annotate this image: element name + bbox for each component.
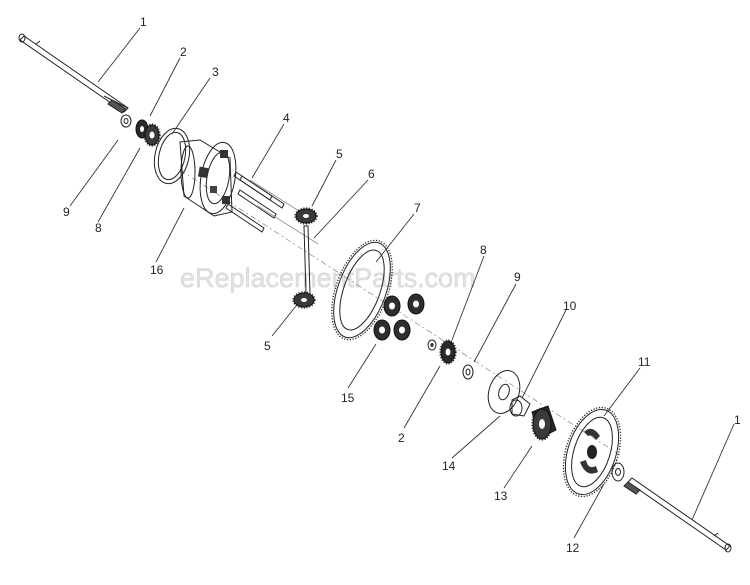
- center-axis: [179, 169, 621, 456]
- pinion-gear-left: [143, 123, 161, 147]
- callout-5-upper-bevel: 5: [336, 147, 343, 161]
- bevel-gear-upper: [294, 207, 318, 225]
- callout-4-pins: 4: [283, 111, 290, 125]
- bevel-gear-lower: [292, 291, 316, 309]
- callout-13-spur-gear: 13: [494, 489, 508, 503]
- callout-8-left-pinion: 8: [95, 221, 102, 235]
- callout-15-planet-gears: 15: [341, 391, 355, 405]
- planet-gears: [373, 293, 425, 341]
- differential-housing: [179, 139, 237, 217]
- washer-right: [462, 364, 474, 380]
- callout-6-cross-shaft: 6: [368, 167, 375, 181]
- callout-12-washer: 12: [566, 541, 580, 555]
- callout-14-thrust-washer: 14: [442, 459, 456, 473]
- bearing-left: [135, 119, 149, 139]
- washer-gear: [611, 462, 625, 482]
- leader-lines: [69, 27, 735, 539]
- callout-1-right-shaft: 1: [734, 413, 741, 427]
- bushing: [509, 395, 531, 417]
- callout-11-large-gear: 11: [638, 355, 651, 369]
- callout-5-lower-bevel: 5: [264, 339, 271, 353]
- callout-16-housing: 16: [150, 263, 164, 277]
- watermark-text: eReplacementParts.com: [180, 263, 476, 293]
- callout-10-bushing: 10: [563, 299, 577, 313]
- callout-2-left-bearing: 2: [180, 45, 187, 59]
- bearing-right: [427, 339, 437, 351]
- callout-7-ring-gear: 7: [414, 201, 421, 215]
- callout-9-left-washer: 9: [63, 205, 70, 219]
- spur-gear: [531, 405, 557, 441]
- ring-gasket: [153, 127, 191, 185]
- callout-labels: 1 2 3 4 5 6 7 8 9 10 11 1 9 8 16 5 15 2 …: [63, 15, 741, 555]
- pinion-gear-right: [439, 339, 457, 365]
- callout-1-left-shaft: 1: [140, 15, 147, 29]
- large-spur-gear: [562, 406, 622, 498]
- washer-left: [120, 114, 132, 128]
- callout-3-ring: 3: [212, 65, 219, 79]
- axle-shaft-left: [18, 33, 129, 114]
- callout-2-right-bearing: 2: [398, 431, 405, 445]
- callout-9-right-washer: 9: [514, 270, 521, 284]
- axle-shaft-right: [623, 477, 732, 553]
- thrust-washer: [487, 370, 521, 414]
- callout-8-right-pinion: 8: [480, 243, 487, 257]
